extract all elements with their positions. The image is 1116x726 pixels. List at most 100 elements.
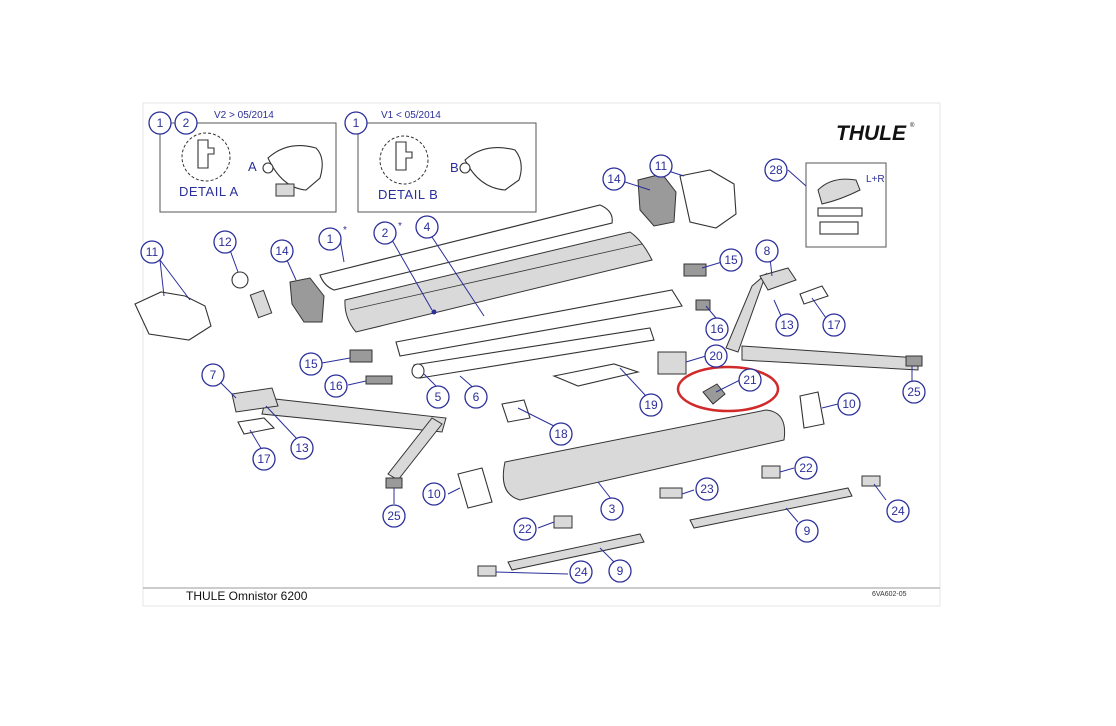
callout-circle <box>794 456 818 480</box>
connector-16b-drawing <box>695 299 711 311</box>
arm-right-head <box>759 267 797 291</box>
foot-25a-drawing <box>385 477 403 489</box>
callout-circle <box>569 560 593 584</box>
callout-number: 15 <box>304 357 318 371</box>
callout-circle <box>464 385 488 409</box>
profile-2-edge <box>349 243 643 311</box>
callout-number: 8 <box>764 244 771 258</box>
callout-number: 5 <box>435 390 442 404</box>
callout-8: 8 <box>755 239 779 263</box>
callout-circle <box>822 313 846 337</box>
end-cap-11b-drawing <box>679 169 737 229</box>
callout-number: 28 <box>769 163 783 177</box>
callout-16b: 16 <box>705 317 729 341</box>
callout-circle <box>140 240 164 264</box>
callout-circle <box>837 392 861 416</box>
callout-number: 21 <box>743 373 757 387</box>
callout-3: 3 <box>600 497 624 521</box>
callout-number: 2 <box>382 226 389 240</box>
callout-24b: 24 <box>886 499 910 523</box>
callout-22b: 22 <box>794 456 818 480</box>
profile-2-drawing <box>344 231 653 333</box>
logo-text: THULE <box>836 122 907 145</box>
callout-circle <box>705 317 729 341</box>
callout-number: 9 <box>617 564 624 578</box>
callout-number: 23 <box>700 482 714 496</box>
callout-10a: 10 <box>422 482 446 506</box>
detail-a-profile <box>197 139 215 169</box>
end-cap-a-hole <box>262 162 274 174</box>
callout-number: 6 <box>473 390 480 404</box>
clip-a-drawing <box>275 183 295 197</box>
detail-a-label: DETAIL A <box>179 184 239 199</box>
callout-number: 24 <box>574 565 588 579</box>
detail-b-label: DETAIL B <box>378 187 438 202</box>
callout-11b: 11 <box>649 154 673 178</box>
clip-22a-drawing <box>553 515 573 529</box>
roller-tube-end <box>411 363 425 379</box>
callout-circle <box>549 422 573 446</box>
callout-circle <box>775 313 799 337</box>
callout-number: 17 <box>827 318 841 332</box>
callout-circle <box>738 368 762 392</box>
callout-number: 4 <box>424 220 431 234</box>
callout-circle <box>602 167 626 191</box>
end-cap-b-hole <box>459 162 471 174</box>
callout-15a: 15 <box>299 352 323 376</box>
callout-21: 21 <box>738 368 762 392</box>
cover-10a-drawing <box>457 467 493 509</box>
callout-1: 1 <box>318 227 342 251</box>
callout-5: 5 <box>426 385 450 409</box>
end-cap-11a-drawing <box>134 291 212 341</box>
star-note-1: * <box>343 225 347 236</box>
callout-number: 20 <box>709 349 723 363</box>
callout-circle <box>795 519 819 543</box>
kit-28-box: L+R <box>805 162 887 248</box>
callout-23: 23 <box>695 477 719 501</box>
callout-24a: 24 <box>569 560 593 584</box>
callout-circle <box>213 230 237 254</box>
callout-25a: 25 <box>382 504 406 528</box>
crank-12-handle <box>249 289 273 319</box>
callout-7: 7 <box>201 363 225 387</box>
callout-14b: 14 <box>602 167 626 191</box>
bracket-18-drawing <box>501 399 531 423</box>
callout-16a: 16 <box>324 374 348 398</box>
callout-9a: 9 <box>608 559 632 583</box>
callout-number: 24 <box>891 504 905 518</box>
profile-1-drawing <box>319 204 613 291</box>
footer-title: THULE Omnistor 6200 <box>186 589 308 603</box>
callout-number: 13 <box>295 441 309 455</box>
callout-circle <box>755 239 779 263</box>
leader-lines <box>159 169 913 575</box>
callout-20: 20 <box>704 344 728 368</box>
callout-number: 25 <box>907 385 921 399</box>
led-20-drawing <box>657 351 687 375</box>
kit-28-bracket <box>817 178 861 205</box>
clip-17a-drawing <box>237 417 276 435</box>
callout-28: 28 <box>764 158 788 182</box>
end-cap-b-drawing <box>464 147 522 191</box>
callout-12: 12 <box>213 230 237 254</box>
callout-circle <box>318 227 342 251</box>
bracket-15b-drawing <box>683 263 707 277</box>
thule-logo: THULE ® <box>836 122 915 145</box>
callout-9b: 9 <box>795 519 819 543</box>
logo-mark: ® <box>910 122 915 129</box>
callout-number: 3 <box>609 502 616 516</box>
callout-number: 7 <box>210 368 217 382</box>
detail-b-letter: B <box>450 160 459 175</box>
callout-number: 19 <box>644 398 658 412</box>
callout-circle <box>270 239 294 263</box>
end-cap-a-drawing <box>267 145 323 191</box>
callout-circle <box>695 477 719 501</box>
callout-number: 16 <box>329 379 343 393</box>
clip-23-drawing <box>659 487 683 499</box>
callout-18: 18 <box>549 422 573 446</box>
callout-circle <box>422 482 446 506</box>
connector-16a-drawing <box>365 375 393 385</box>
callout-number: 18 <box>554 427 568 441</box>
profile-4-drawing <box>395 289 683 357</box>
svg-text:1: 1 <box>353 116 360 130</box>
